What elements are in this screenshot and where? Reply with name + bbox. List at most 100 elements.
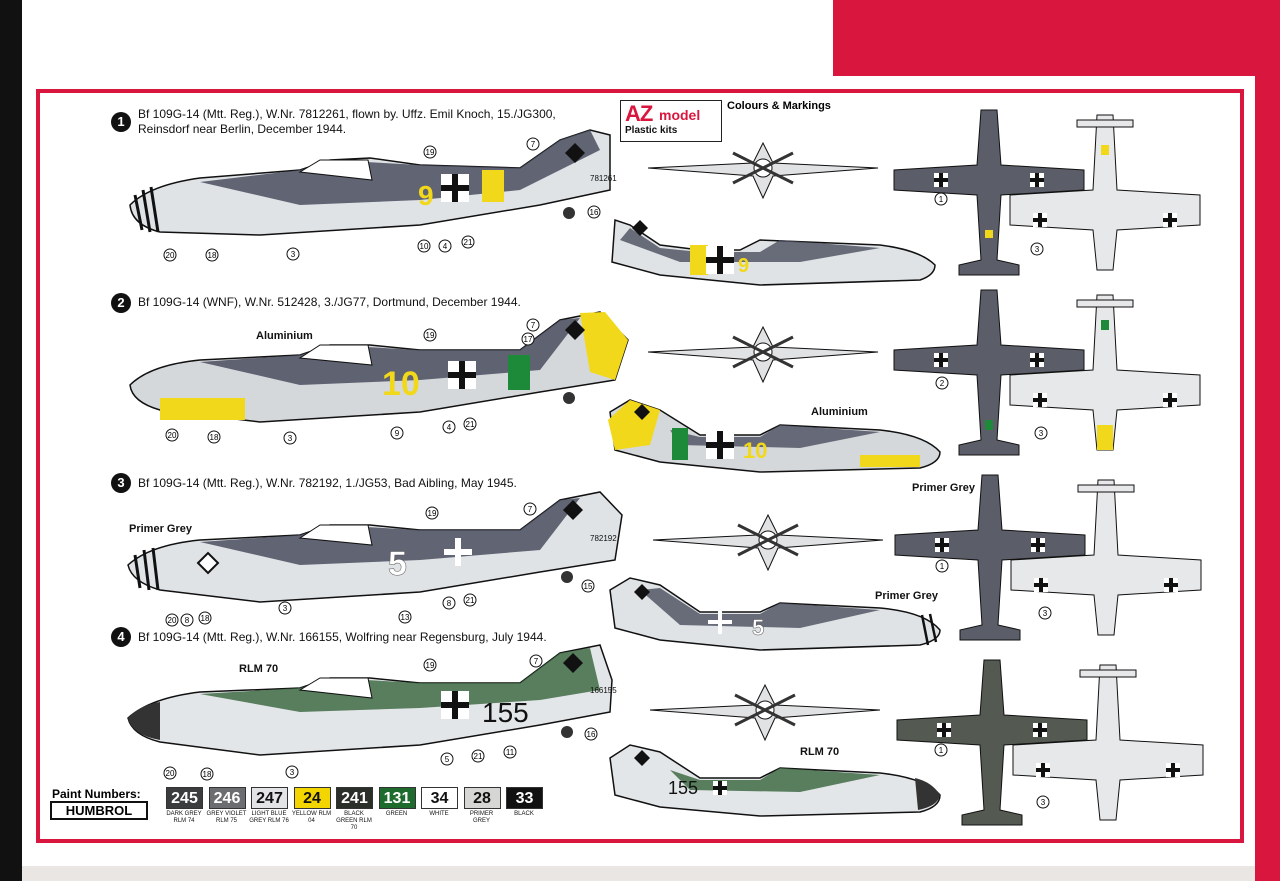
svg-text:3: 3 [288, 434, 293, 443]
bottom-strip [22, 866, 1255, 881]
svg-text:16: 16 [590, 208, 599, 217]
scheme-1-number: 1 [111, 112, 131, 132]
svg-text:18: 18 [208, 251, 217, 260]
scheme-1-side-view: 9 [129, 129, 611, 236]
background-top-white [0, 0, 840, 80]
svg-text:155: 155 [668, 778, 698, 798]
scheme-2-side-view: 10 [129, 311, 629, 423]
svg-text:11: 11 [506, 748, 515, 757]
svg-text:5: 5 [445, 755, 450, 764]
paint-swatch: 131 [378, 787, 416, 809]
left-dark-strip [0, 0, 22, 881]
paint-swatch: 246 [208, 787, 246, 809]
svg-text:19: 19 [426, 148, 435, 157]
scheme-2-side-view-right: 10 [608, 399, 941, 473]
paint-swatch: 247 [251, 787, 288, 809]
svg-text:7: 7 [528, 505, 533, 514]
svg-text:4: 4 [447, 423, 452, 432]
paint-swatch-label: GREY VIOLET RLM 75 [206, 811, 247, 824]
svg-text:20: 20 [166, 251, 175, 260]
svg-text:1: 1 [939, 746, 944, 755]
paint-swatch-label: PRIMER GREY [469, 811, 494, 824]
svg-text:9: 9 [418, 180, 434, 211]
scheme-3-primer-grey-label-right: Primer Grey [875, 590, 938, 602]
scheme-4-serial: 166155 [590, 686, 617, 695]
paint-swatch: 24 [293, 787, 331, 809]
svg-text:8: 8 [447, 599, 452, 608]
logo-az-text: AZ [625, 101, 653, 126]
scheme-3-side-view-right: 5 [609, 577, 941, 651]
background-top-red [833, 0, 1280, 80]
svg-text:155: 155 [482, 697, 529, 728]
svg-text:4: 4 [443, 242, 448, 251]
paint-swatch: 34 [421, 787, 458, 809]
scheme-3-title: Bf 109G-14 (Mtt. Reg.), W.Nr. 782192, 1.… [138, 476, 517, 490]
scheme-3-number: 3 [111, 473, 131, 493]
svg-text:1: 1 [939, 195, 944, 204]
svg-text:18: 18 [203, 770, 212, 779]
svg-text:3: 3 [290, 768, 295, 777]
svg-text:2: 2 [940, 379, 945, 388]
svg-text:9: 9 [395, 429, 400, 438]
paint-swatch-label: DARK GREY RLM 74 [166, 811, 202, 824]
svg-text:19: 19 [426, 331, 435, 340]
svg-text:21: 21 [466, 596, 475, 605]
paint-swatch: 245 [166, 787, 203, 809]
svg-text:7: 7 [534, 657, 539, 666]
scheme-2-title: Bf 109G-14 (WNF), W.Nr. 512428, 3./JG77,… [138, 295, 521, 309]
svg-text:5: 5 [752, 615, 764, 640]
svg-text:18: 18 [210, 433, 219, 442]
svg-text:3: 3 [291, 250, 296, 259]
svg-text:21: 21 [466, 420, 475, 429]
humbrol-brand-box: HUMBROL [50, 801, 148, 820]
svg-text:20: 20 [166, 769, 175, 778]
scheme-4-rlm70-label: RLM 70 [239, 663, 279, 675]
scheme-3-serial: 782192 [590, 534, 617, 543]
scheme-4-rlm70-label-right: RLM 70 [800, 746, 840, 758]
svg-text:3: 3 [1041, 798, 1046, 807]
scheme-4-title: Bf 109G-14 (Mtt. Reg.), W.Nr. 166155, Wo… [138, 630, 547, 644]
svg-text:7: 7 [531, 321, 536, 330]
front-views [647, 141, 884, 742]
scheme-3-primer-grey-label: Primer Grey [129, 523, 192, 535]
svg-text:21: 21 [464, 238, 473, 247]
svg-text:9: 9 [738, 255, 749, 277]
paint-numbers-heading: Paint Numbers: [52, 787, 141, 801]
svg-text:7: 7 [531, 140, 536, 149]
svg-text:3: 3 [1039, 429, 1044, 438]
svg-text:18: 18 [201, 614, 210, 623]
svg-text:13: 13 [401, 613, 410, 622]
svg-text:21: 21 [474, 752, 483, 761]
svg-text:20: 20 [168, 616, 177, 625]
scheme-4-side-view-right: 155 [609, 744, 941, 817]
paint-swatch-label: BLACK GREEN RLM 70 [336, 811, 372, 831]
scheme-1-side-view-right: 9 [611, 218, 936, 286]
svg-text:10: 10 [382, 365, 420, 403]
scheme-2-number: 2 [111, 293, 131, 313]
svg-text:3: 3 [1043, 609, 1048, 618]
svg-text:10: 10 [743, 438, 767, 463]
svg-text:19: 19 [426, 661, 435, 670]
scheme-2-aluminium-label: Aluminium [256, 330, 313, 342]
scheme-1-title-line2: Reinsdorf near Berlin, December 1944. [138, 122, 347, 136]
svg-text:8: 8 [185, 616, 190, 625]
logo-kits-text: Plastic kits [625, 125, 678, 136]
svg-text:3: 3 [1035, 245, 1040, 254]
scheme-3-side-view: 5 [127, 491, 623, 603]
svg-text:20: 20 [168, 431, 177, 440]
svg-text:15: 15 [584, 582, 593, 591]
az-model-logo: AZ model Plastic kits [620, 100, 722, 142]
svg-text:19: 19 [428, 509, 437, 518]
scheme-1-title-line1: Bf 109G-14 (Mtt. Reg.), W.Nr. 7812261, f… [138, 107, 556, 121]
paint-swatch-label: LIGHT BLUE GREY RLM 76 [249, 811, 289, 824]
paint-swatch: 28 [463, 787, 501, 809]
paint-swatch: 33 [506, 787, 543, 809]
svg-text:1: 1 [940, 562, 945, 571]
logo-model-text: model [659, 107, 701, 123]
section-title: Colours & Markings [727, 100, 831, 112]
paint-swatch-label: BLACK [514, 811, 534, 817]
scheme-3-primer-grey-label-top: Primer Grey [912, 482, 975, 494]
scheme-4-side-view: 155 [127, 644, 613, 756]
svg-text:17: 17 [524, 335, 533, 344]
